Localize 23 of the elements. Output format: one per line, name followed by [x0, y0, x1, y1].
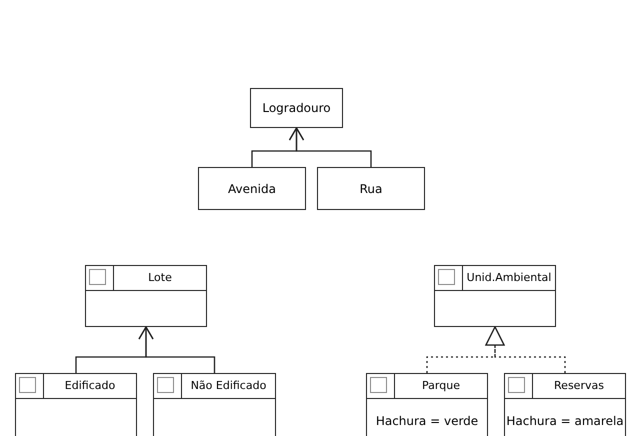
generalization-line: [288, 127, 372, 167]
attribute-text: Hachura = verde: [374, 413, 480, 430]
class-box: [85, 265, 207, 327]
class-box: [504, 373, 626, 436]
entity-name: Logradouro: [262, 101, 331, 115]
class-name: Unid.Ambiental: [466, 270, 552, 286]
entity-name: Rua: [360, 182, 382, 196]
class-box: [434, 265, 556, 327]
class-name: Lote: [147, 270, 173, 286]
generalization-line: [138, 326, 216, 373]
entity-box: [198, 167, 306, 210]
class-name: Não Edificado: [190, 378, 268, 394]
class-box: [366, 373, 488, 436]
entity-name: Avenida: [228, 182, 276, 196]
generalization-line: [485, 326, 566, 373]
class-name: Edificado: [64, 378, 116, 394]
entity-box: [250, 88, 343, 128]
class-name: Reservas: [553, 378, 605, 394]
entity-box: [317, 167, 425, 210]
class-box: [153, 373, 276, 436]
attribute-text: Hachura = amarela: [505, 413, 625, 430]
class-box: [15, 373, 137, 436]
class-name: Parque: [421, 378, 461, 394]
